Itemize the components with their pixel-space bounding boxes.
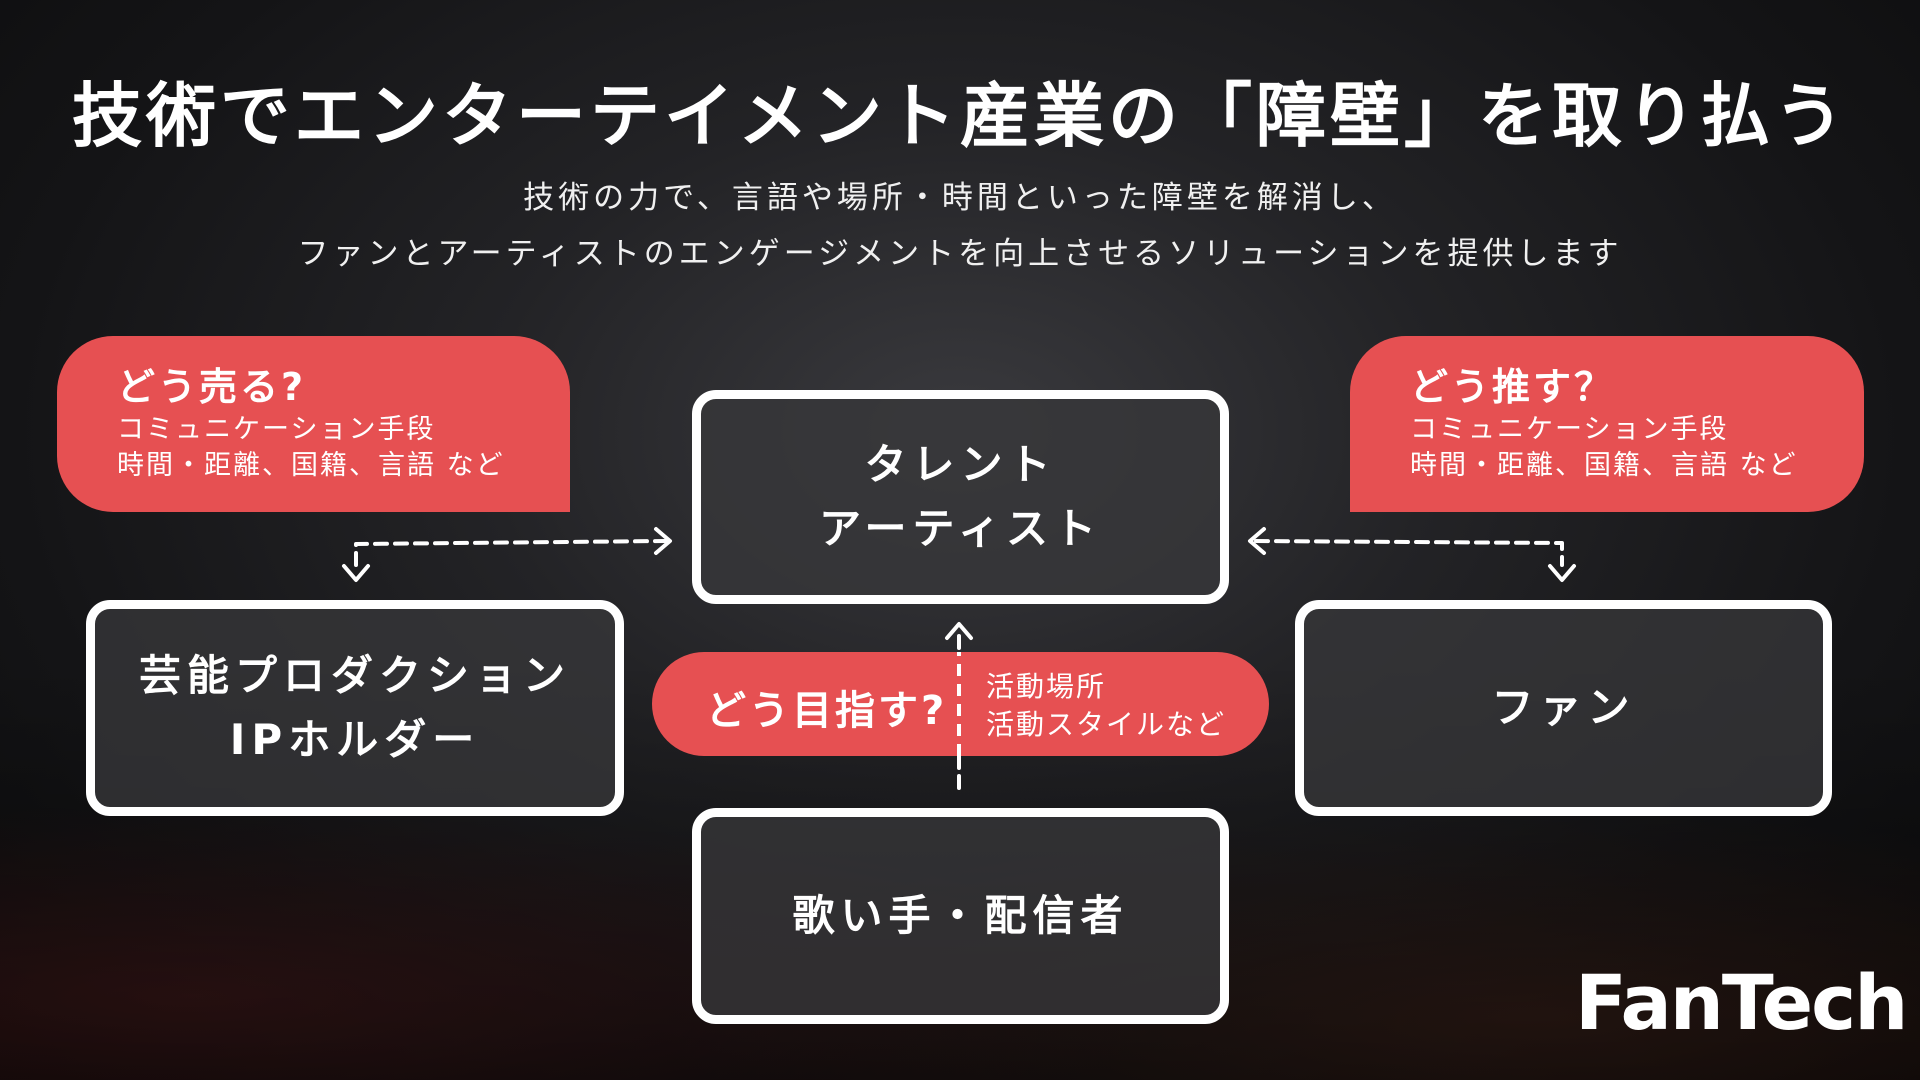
bubble-sell-line2: 時間・距離、国籍、言語 など — [117, 450, 505, 481]
arrowhead-to-production — [342, 564, 370, 582]
bubble-how-to-sell: どう売る? コミュニケーション手段 時間・距離、国籍、言語 など — [57, 336, 570, 512]
bubble-aim-line2: 活動スタイルなど — [986, 708, 1227, 741]
arrowhead-to-talent-right — [1248, 527, 1266, 555]
node-talent-line1: タレント — [864, 440, 1057, 489]
node-fan: ファン — [1295, 600, 1832, 816]
fantech-logo: FanTech — [1575, 958, 1908, 1047]
subtitle-line-1: 技術の力で、言語や場所・時間といった障壁を解消し、 — [523, 180, 1397, 216]
bubble-support-question: どう推す？ — [1410, 365, 1616, 409]
subtitle-line-2: ファンとアーティストのエンゲージメントを向上させるソリューションを提供します — [297, 236, 1623, 272]
bubble-aim-question: どう目指す? — [706, 688, 948, 734]
arrow-fan-talent — [1254, 539, 1564, 567]
arrowhead-to-fan — [1548, 564, 1576, 582]
bubble-support-line2: 時間・距離、国籍、言語 など — [1410, 450, 1798, 481]
bubble-how-to-support: どう推す？ コミュニケーション手段 時間・距離、国籍、言語 など — [1350, 336, 1864, 512]
bubble-sell-question: どう売る? — [117, 365, 307, 409]
node-fan-label: ファン — [1491, 683, 1636, 732]
bubble-sell-line1: コミュニケーション手段 — [117, 414, 436, 445]
node-production-line1: 芸能プロダクション — [138, 651, 571, 700]
bubble-aim-details: 活動場所 活動スタイルなど — [986, 668, 1226, 744]
bubble-aim-line1: 活動場所 — [986, 670, 1107, 703]
node-production: 芸能プロダクション IPホルダー — [86, 600, 624, 816]
node-talent-artist: タレント アーティスト — [692, 390, 1229, 604]
node-production-line2: IPホルダー — [229, 715, 481, 764]
node-singer-streamer: 歌い手・配信者 — [692, 808, 1229, 1024]
arrow-production-talent — [354, 539, 668, 567]
arrowhead-to-talent-up — [945, 622, 973, 640]
page-title: 技術でエンターテイメント産業の「障壁」を取り払う — [72, 75, 1848, 157]
bubble-support-line1: コミュニケーション手段 — [1410, 414, 1729, 445]
node-singer-label: 歌い手・配信者 — [792, 891, 1129, 940]
node-talent-line2: アーティスト — [819, 504, 1102, 553]
arrowhead-to-talent — [654, 527, 672, 555]
